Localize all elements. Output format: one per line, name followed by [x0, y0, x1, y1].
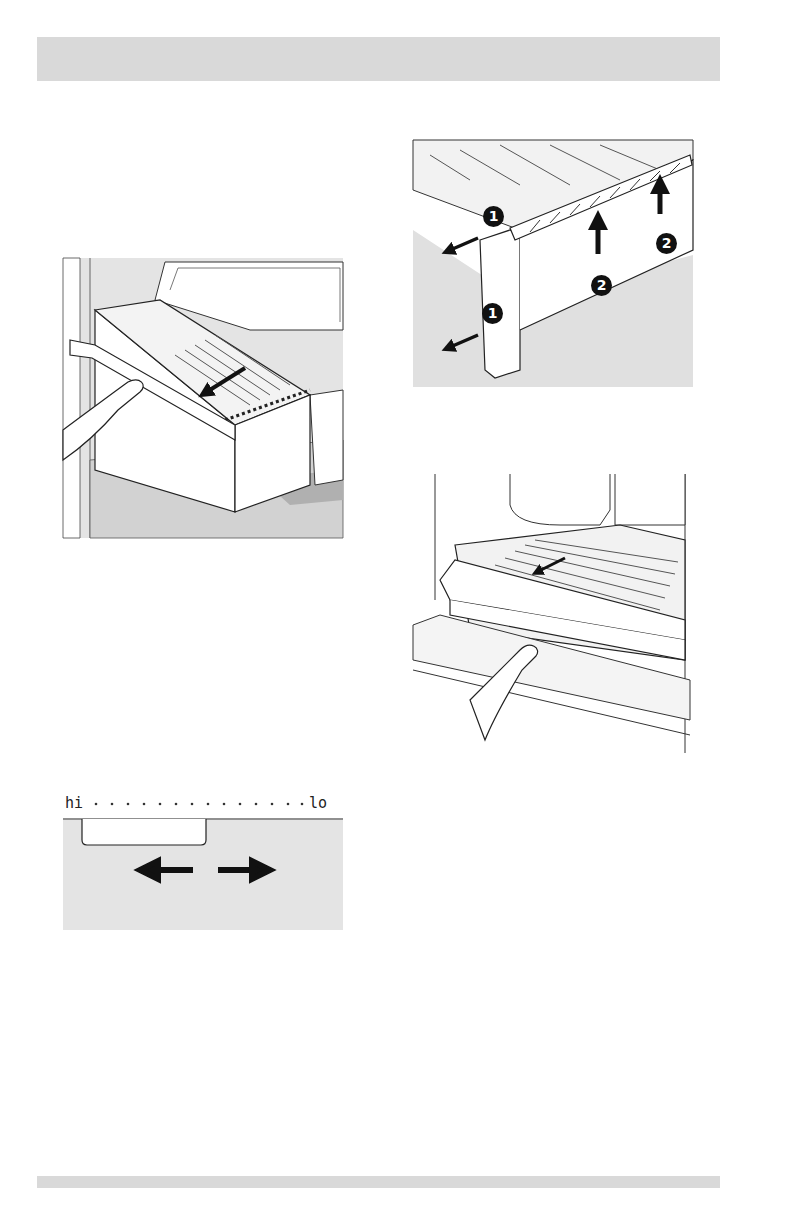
- scale-end-label: hi: [64, 794, 84, 812]
- callout-number: 1: [482, 303, 503, 324]
- callout-number: 2: [591, 275, 612, 296]
- callout-number: 2: [656, 233, 677, 254]
- header-bar: [37, 37, 720, 81]
- humidity-slider-figure: [63, 803, 343, 930]
- drawer-removal-figure: [63, 258, 343, 538]
- full-drawer-figure: [413, 474, 693, 753]
- callout-number: 1: [483, 206, 504, 227]
- drawer-lift-figure: [413, 140, 693, 387]
- scale-end-label: lo: [308, 794, 328, 812]
- footer-bar: [37, 1176, 720, 1188]
